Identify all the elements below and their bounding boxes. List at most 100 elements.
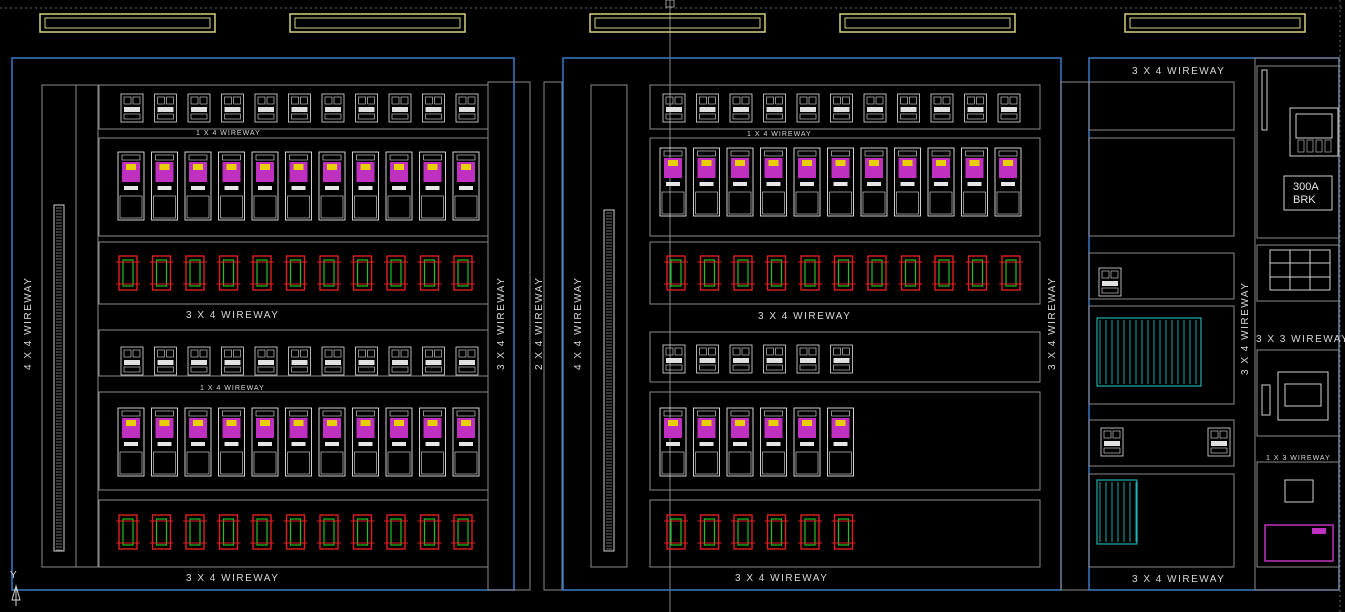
drive-display xyxy=(668,420,678,426)
transformer xyxy=(1277,371,1329,421)
contactor-label xyxy=(699,107,716,112)
contactor-coil xyxy=(732,96,741,105)
fuse-holder xyxy=(453,514,473,550)
contactor xyxy=(355,93,378,123)
drive-plate xyxy=(258,442,272,446)
contactor-label xyxy=(666,107,682,112)
contactor-coil xyxy=(190,349,199,358)
contactor-label xyxy=(358,360,375,365)
center-drive-tray-2 xyxy=(649,391,1041,491)
fuse-holder xyxy=(319,255,339,291)
contactor-terminals xyxy=(665,113,683,120)
drive-top xyxy=(831,150,850,157)
contactor xyxy=(422,93,445,123)
fuse-cartridge xyxy=(971,259,984,287)
drive-top xyxy=(456,154,476,161)
drive-body xyxy=(184,151,212,221)
drive-body xyxy=(117,407,145,477)
contactor-label xyxy=(1102,281,1118,286)
contactor-coil xyxy=(942,96,951,105)
contactor xyxy=(321,93,345,123)
drive-plate xyxy=(900,182,915,186)
contactor-terminals xyxy=(933,113,951,120)
contactor-coil xyxy=(157,349,165,358)
transformer-core xyxy=(1284,383,1322,407)
vfd-drive xyxy=(827,147,854,217)
left-drive-tray-1 xyxy=(98,137,489,237)
drive-display xyxy=(668,160,678,166)
contactor-label xyxy=(191,360,207,365)
contactor-body xyxy=(997,93,1021,123)
drive-display xyxy=(835,160,846,166)
drive-plate xyxy=(157,442,172,446)
fuse-holder xyxy=(453,255,473,291)
contactor-body xyxy=(455,346,479,376)
fuse-holder xyxy=(218,514,239,550)
contactor-label xyxy=(833,107,850,112)
drive-body xyxy=(251,407,279,477)
drive-terminals xyxy=(421,195,444,219)
fuse-holder xyxy=(967,255,988,291)
drive-plate xyxy=(733,442,747,446)
drive-terminals xyxy=(186,451,210,475)
vfd-drive xyxy=(117,151,145,221)
contactor-coil xyxy=(1103,430,1112,439)
contactor-body xyxy=(729,93,753,123)
drive-display xyxy=(701,420,712,426)
drive-body xyxy=(726,147,754,217)
vfd-drive xyxy=(452,151,480,221)
right-box-1 xyxy=(1088,81,1235,131)
contactor-coil xyxy=(166,96,174,105)
wireway-label: 3 X 4 WIREWAY xyxy=(1132,574,1225,585)
fuse-block xyxy=(831,255,856,291)
drive-plate xyxy=(425,442,440,446)
fuse-block xyxy=(451,514,475,550)
fuse-cartridge xyxy=(289,259,302,287)
fuse-block xyxy=(350,255,375,291)
contactor-coil xyxy=(976,96,984,105)
contactor-body xyxy=(388,346,412,376)
fan-grilles xyxy=(39,13,1306,33)
contactor-coil xyxy=(266,96,275,105)
drive-plate xyxy=(459,442,473,446)
vfd-drive xyxy=(693,407,720,477)
contactor-body xyxy=(729,344,753,374)
power-supply-indicator xyxy=(1312,528,1326,534)
drive-body xyxy=(218,151,245,221)
fuse-block xyxy=(417,514,442,550)
contactor-coil xyxy=(434,96,442,105)
drive-plate xyxy=(459,186,473,190)
left-terminal-strip xyxy=(53,204,65,552)
fan-grille-inner xyxy=(844,17,1011,29)
drive-terminals xyxy=(695,451,718,475)
fuse-cartridge xyxy=(938,259,950,287)
drive-terminals xyxy=(762,191,785,215)
drive-display xyxy=(226,164,237,170)
drive-plate xyxy=(124,442,138,446)
drive-terminals xyxy=(728,451,752,475)
vfd-drive xyxy=(726,407,754,477)
fuse-cartridge xyxy=(356,518,369,546)
drive-terminals xyxy=(220,451,243,475)
contactor xyxy=(930,93,954,123)
contactor-terminals xyxy=(833,364,850,371)
contactor-coil xyxy=(391,96,400,105)
contactor xyxy=(388,346,412,376)
fuse-cartridge xyxy=(703,259,716,287)
center-fuse-tray-2 xyxy=(649,499,1041,568)
contactor xyxy=(154,93,177,123)
center-contactor-tray-2 xyxy=(649,331,1041,383)
wireway-label: 3 X 4 WIREWAY xyxy=(735,573,828,584)
main-breaker xyxy=(1289,107,1339,157)
contactor xyxy=(455,93,479,123)
contactor-coil xyxy=(909,96,917,105)
contactor-terminals xyxy=(1103,447,1121,454)
drive-display xyxy=(260,164,270,170)
drive-terminals xyxy=(387,451,411,475)
drive-plate xyxy=(666,182,680,186)
right-box-5 xyxy=(1088,419,1235,467)
contactor-terminals xyxy=(732,364,750,371)
contactor-terminals xyxy=(190,366,208,373)
contactor-coil xyxy=(833,347,841,356)
fuse-block xyxy=(216,514,241,550)
